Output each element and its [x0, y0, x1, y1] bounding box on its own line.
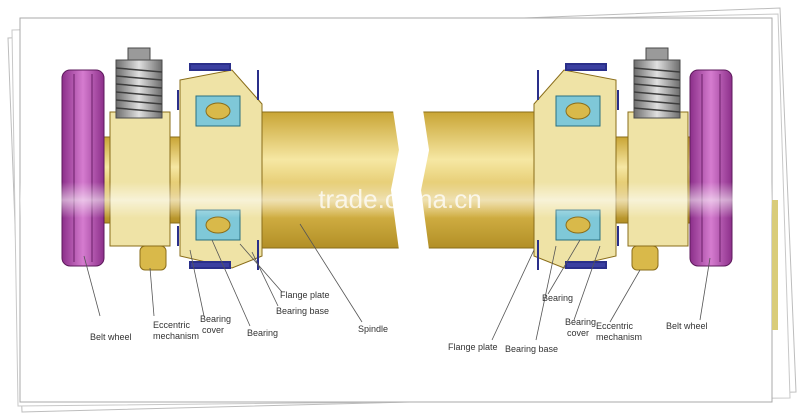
- label-eccentric-right-1: Eccentric: [596, 321, 634, 331]
- watermark-text: trade.china.cn: [318, 184, 481, 214]
- label-bearing-cover-left-2: cover: [202, 325, 224, 335]
- flange-bolts-left: [177, 63, 259, 270]
- belt-wheel-right: [689, 69, 733, 267]
- eccentric-mechanism-right: [627, 111, 689, 271]
- bearing-housing-right: [533, 69, 617, 269]
- bearing-housing-left: [179, 69, 263, 269]
- label-bearing-left: Bearing: [247, 328, 278, 338]
- label-flange-plate-left: Flange plate: [280, 290, 330, 300]
- label-eccentric-left-1: Eccentric: [153, 320, 191, 330]
- label-bearing-right: Bearing: [542, 293, 573, 303]
- label-belt-wheel-right: Belt wheel: [666, 321, 708, 331]
- belt-wheel-left: [61, 69, 105, 267]
- label-eccentric-left-2: mechanism: [153, 331, 199, 341]
- watermark: trade.china.cn: [20, 182, 772, 218]
- spring-left: [115, 47, 163, 119]
- spring-right: [633, 47, 681, 119]
- label-bearing-base-right: Bearing base: [505, 344, 558, 354]
- label-bearing-cover-left-1: Bearing: [200, 314, 231, 324]
- label-bearing-base-left: Bearing base: [276, 306, 329, 316]
- leader-lines: [83, 223, 711, 341]
- label-eccentric-right-2: mechanism: [596, 332, 642, 342]
- part-labels: Belt wheel Eccentric mechanism Bearing c…: [90, 290, 708, 354]
- label-flange-plate-right: Flange plate: [448, 342, 498, 352]
- label-bearing-cover-right-1: Bearing: [565, 317, 596, 327]
- flange-bolts-right: [537, 63, 619, 270]
- eccentric-mechanism-left: [109, 111, 171, 271]
- label-belt-wheel-left: Belt wheel: [90, 332, 132, 342]
- label-spindle: Spindle: [358, 324, 388, 334]
- label-bearing-cover-right-2: cover: [567, 328, 589, 338]
